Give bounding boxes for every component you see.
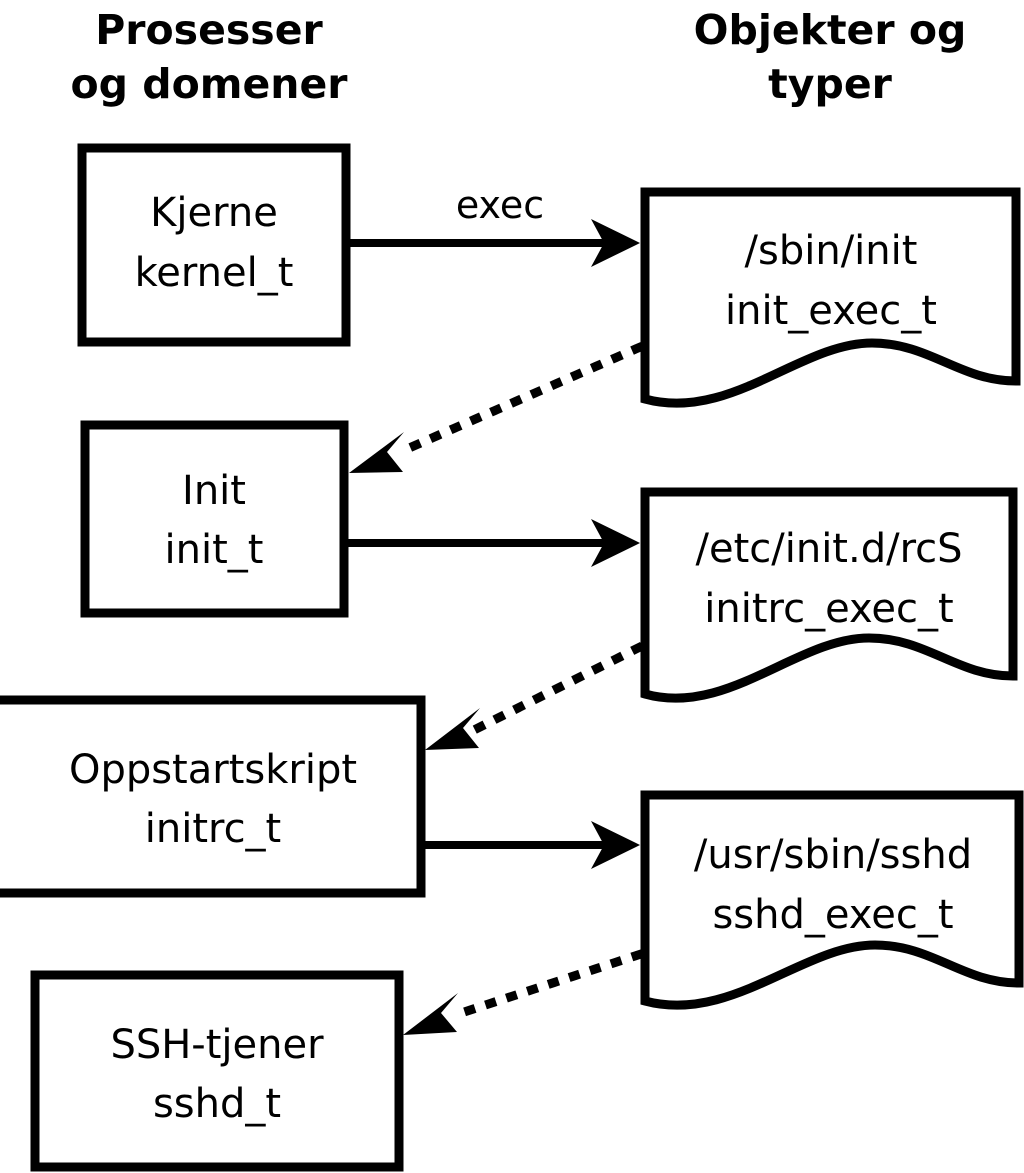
process-node-sshd[interactable]: SSH-tjener sshd_t — [30, 970, 404, 1172]
process-node-kernel-name: Kjerne — [150, 190, 278, 236]
header-right-line2: typer — [768, 60, 892, 108]
arrowhead-exec3 — [591, 821, 640, 869]
process-node-sshd-type: sshd_t — [153, 1081, 281, 1127]
process-node-kernel-box[interactable] — [77, 143, 351, 347]
arrowhead-trans1 — [349, 432, 404, 473]
process-node-sshd-name: SSH-tjener — [110, 1022, 324, 1068]
edge-exec-initrc-to-sshd-exec — [425, 821, 640, 869]
object-node-initrc-exec-doc-shape[interactable] — [640, 487, 1018, 703]
object-node-sshd-exec[interactable]: /usr/sbin/sshd sshd_exec_t — [640, 790, 1024, 1010]
object-node-init-exec-path: /sbin/init — [745, 228, 918, 274]
edge-exec-kernel-to-init-exec: exec — [350, 183, 640, 267]
edge-transition-initrc-exec-to-initrc — [425, 641, 645, 750]
edge-transition-sshd-exec-to-sshd — [403, 949, 644, 1035]
header-left-line1: Prosesser — [95, 6, 323, 54]
process-node-kernel-type: kernel_t — [135, 250, 294, 296]
process-node-initrc[interactable]: Oppstartskript initrc_t — [0, 695, 426, 898]
edge-label-exec: exec — [456, 183, 544, 227]
header-left-line2: og domener — [70, 60, 348, 108]
object-node-init-exec-type: init_exec_t — [725, 288, 937, 334]
column-header-right: Objekter og typer — [694, 6, 967, 108]
object-node-sshd-exec-doc-shape[interactable] — [640, 790, 1024, 1010]
process-node-init-box[interactable] — [80, 420, 349, 618]
edge-line-trans3 — [449, 949, 644, 1021]
arrowhead-trans3 — [403, 993, 458, 1035]
object-node-sshd-exec-type: sshd_exec_t — [712, 892, 953, 938]
arrowhead-exec1 — [591, 219, 640, 267]
arrowhead-exec2 — [591, 519, 640, 567]
process-node-init[interactable]: Init init_t — [80, 420, 349, 618]
process-node-kernel[interactable]: Kjerne kernel_t — [77, 143, 351, 347]
process-node-initrc-box[interactable] — [0, 695, 426, 898]
object-node-initrc-exec-path: /etc/init.d/rcS — [695, 526, 962, 572]
edge-exec-init-to-initrc-exec — [348, 519, 640, 567]
object-node-init-exec-doc-shape[interactable] — [640, 187, 1021, 408]
process-node-initrc-name: Oppstartskript — [69, 747, 357, 793]
edge-transition-init-exec-to-init — [349, 342, 644, 473]
edge-line-trans2 — [471, 641, 645, 735]
object-node-initrc-exec-type: initrc_exec_t — [704, 586, 953, 632]
process-node-sshd-box[interactable] — [30, 970, 404, 1172]
object-node-init-exec[interactable]: /sbin/init init_exec_t — [640, 187, 1021, 408]
object-node-sshd-exec-path: /usr/sbin/sshd — [694, 832, 972, 878]
process-node-initrc-type: initrc_t — [145, 806, 282, 852]
edge-line-trans1 — [394, 342, 644, 458]
process-node-init-name: Init — [182, 468, 246, 514]
process-node-init-type: init_t — [165, 527, 264, 573]
column-header-left: Prosesser og domener — [70, 6, 348, 108]
arrowhead-trans2 — [425, 708, 480, 750]
header-right-line1: Objekter og — [694, 6, 967, 54]
object-node-initrc-exec[interactable]: /etc/init.d/rcS initrc_exec_t — [640, 487, 1018, 703]
